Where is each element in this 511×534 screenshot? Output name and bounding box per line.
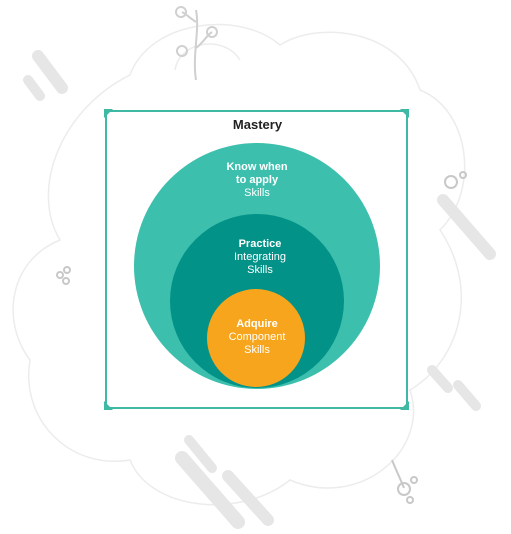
inner-label-line-1: Adquire (236, 318, 278, 330)
inner-circle-adquire (207, 289, 305, 387)
middle-label-line-1: Practice (238, 238, 282, 250)
diagram-title: Mastery (232, 117, 283, 132)
outer-circle-label: Know when to apply Skills (197, 161, 317, 200)
outer-label-line-2: to apply (235, 174, 279, 186)
frame-corner-bottom-left (104, 401, 113, 410)
middle-label-line-3: Skills (247, 264, 273, 276)
frame-corner-top-left (104, 109, 113, 118)
frame-corner-bottom-right (400, 401, 409, 410)
inner-label-line-3: Skills (244, 344, 270, 356)
outer-label-line-3: Skills (244, 187, 270, 199)
middle-circle-label: Practice Integrating Skills (200, 238, 320, 277)
inner-circle-label: Adquire Component Skills (197, 318, 317, 357)
frame-corner-top-right (400, 109, 409, 118)
middle-label-line-2: Integrating (234, 251, 286, 263)
mastery-frame (105, 110, 408, 409)
outer-label-line-1: Know when (226, 161, 288, 173)
inner-label-line-2: Component (228, 331, 286, 343)
